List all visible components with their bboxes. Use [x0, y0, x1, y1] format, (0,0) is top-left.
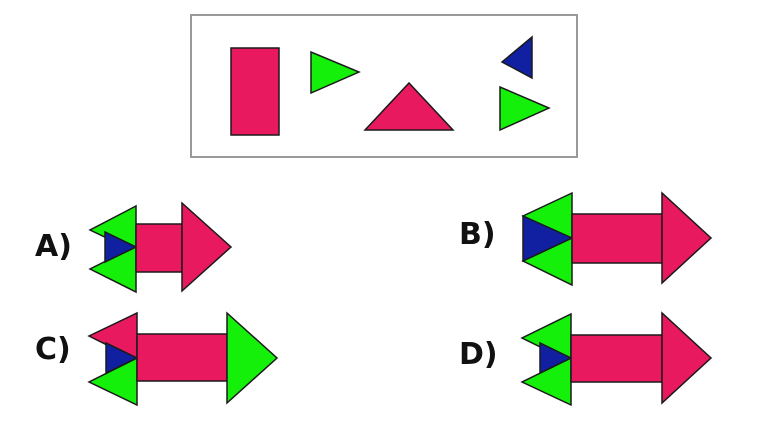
piece-green-triangle-2	[499, 85, 551, 132]
piece-pink-rectangle	[230, 47, 280, 136]
option-a-blue-triangle	[104, 230, 138, 264]
option-b-pink-triangle	[661, 191, 713, 285]
option-c-blue-triangle	[105, 341, 139, 375]
option-d[interactable]: D)	[459, 311, 713, 407]
option-a-pink-triangle	[181, 201, 233, 293]
option-b[interactable]: B)	[459, 191, 713, 287]
piece-green-triangle-1	[310, 50, 361, 95]
option-b-label: B)	[459, 217, 496, 252]
option-a-label: A)	[35, 229, 72, 264]
option-d-blue-triangle	[539, 341, 573, 375]
option-a-pink-rectangle	[135, 223, 183, 273]
option-c-green-arrowhead	[226, 311, 279, 405]
option-c[interactable]: C)	[35, 311, 279, 407]
option-b-blue-triangle	[522, 214, 574, 263]
option-c-pink-rectangle	[136, 333, 228, 382]
piece-blue-triangle	[500, 35, 533, 80]
option-c-label: C)	[35, 332, 71, 367]
option-a[interactable]: A)	[35, 201, 233, 294]
option-d-label: D)	[459, 337, 498, 372]
option-d-pink-triangle	[661, 311, 713, 405]
option-d-pink-rectangle	[570, 334, 663, 383]
option-b-pink-rectangle	[571, 213, 663, 264]
piece-pink-triangle	[363, 81, 455, 131]
pieces-box	[190, 14, 578, 158]
